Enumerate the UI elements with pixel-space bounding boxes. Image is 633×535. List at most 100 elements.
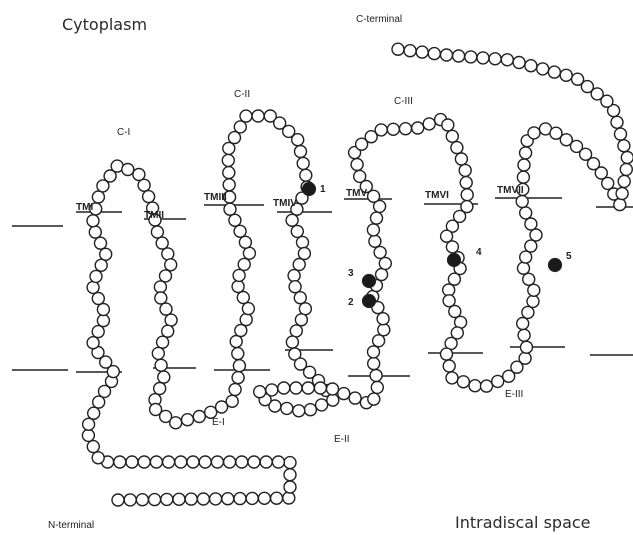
residue-circle	[92, 452, 104, 464]
residue-circle	[92, 191, 104, 203]
residue-circle	[525, 60, 537, 72]
residue-circle	[281, 402, 293, 414]
residue-circle	[182, 414, 194, 426]
residue-circle	[375, 124, 387, 136]
residue-circle	[376, 269, 388, 281]
residue-circle	[527, 295, 539, 307]
residue-circle	[501, 54, 513, 66]
residue-circle	[284, 469, 296, 481]
residue-circle	[371, 381, 383, 393]
residue-circle	[519, 352, 531, 364]
residue-circle	[240, 110, 252, 122]
residue-circle	[457, 376, 469, 388]
residue-circle	[289, 281, 301, 293]
residue-circle	[136, 494, 148, 506]
residue-circle	[477, 52, 489, 64]
residue-circle	[338, 388, 350, 400]
residue-circle	[618, 140, 630, 152]
residue-circle	[138, 456, 150, 468]
residue-circle	[428, 48, 440, 60]
residue-circle	[234, 225, 246, 237]
residue-circle	[160, 270, 172, 282]
residue-circle	[316, 399, 328, 411]
residue-circle	[157, 336, 169, 348]
residue-circle	[82, 429, 94, 441]
residue-circle	[295, 146, 307, 158]
loop-label-c-i: C-I	[117, 127, 130, 138]
residue-circle	[370, 370, 382, 382]
residue-circle	[83, 418, 95, 430]
residue-circle	[199, 456, 211, 468]
residue-circle	[154, 281, 166, 293]
residue-circle	[222, 493, 234, 505]
residue-circle	[620, 163, 632, 175]
residue-circle	[193, 411, 205, 423]
residue-circle	[451, 142, 463, 154]
residue-circle	[229, 384, 241, 396]
residue-circle	[548, 66, 560, 78]
residue-circle	[304, 404, 316, 416]
residue-circle	[97, 315, 109, 327]
residue-circle	[154, 383, 166, 395]
residue-circle	[459, 164, 471, 176]
residue-circle	[614, 199, 626, 211]
helix-label-tmvii: TMVII	[497, 185, 524, 196]
helix-label-tmiv: TMIV	[273, 198, 297, 209]
membrane-boundaries	[12, 198, 633, 376]
residue-circle	[293, 259, 305, 271]
residue-circle	[240, 314, 252, 326]
residue-circle	[151, 226, 163, 238]
residue-circle	[224, 203, 236, 215]
residue-circle	[185, 493, 197, 505]
residue-circle	[367, 224, 379, 236]
residue-circle	[520, 207, 532, 219]
residue-circle	[492, 375, 504, 387]
helix-label-tmii: TMII	[144, 210, 164, 221]
marked-residue-3	[363, 275, 376, 288]
residue-circle	[290, 325, 302, 337]
n-terminal-label: N-terminal	[48, 520, 94, 531]
residue-circle	[165, 259, 177, 271]
residue-circle	[100, 248, 112, 260]
loop-label-c-iii: C-III	[394, 96, 413, 107]
residue-circle	[298, 248, 310, 260]
residue-circle	[446, 241, 458, 253]
c-terminal-label: C-terminal	[356, 14, 402, 25]
residue-circle	[173, 493, 185, 505]
residue-circle	[520, 147, 532, 159]
residue-circle	[155, 359, 167, 371]
residue-circle	[87, 337, 99, 349]
helix-label-tmvi: TMVI	[425, 190, 449, 201]
residue-circle	[379, 257, 391, 269]
residue-circle	[354, 170, 366, 182]
residue-circle	[446, 372, 458, 384]
residue-circle	[283, 492, 295, 504]
residue-circle	[95, 237, 107, 249]
residue-circle	[138, 179, 150, 191]
residue-number-5: 5	[566, 251, 572, 262]
residue-circle	[246, 492, 258, 504]
residue-circle	[223, 167, 235, 179]
residue-circle	[97, 304, 109, 316]
marked-residue-5	[549, 259, 562, 272]
residue-circle	[187, 456, 199, 468]
residue-circle	[114, 456, 126, 468]
marked-residue-1	[303, 183, 316, 196]
residue-circle	[461, 189, 473, 201]
residue-circle	[149, 494, 161, 506]
residue-circle	[528, 284, 540, 296]
residue-circle	[517, 318, 529, 330]
residue-circle	[299, 303, 311, 315]
residue-circle	[300, 169, 312, 181]
residue-circle	[521, 341, 533, 353]
residue-circle	[290, 382, 302, 394]
residue-circle	[297, 236, 309, 248]
residue-circle	[92, 293, 104, 305]
loop-label-e-i: E-I	[212, 417, 225, 428]
residue-circle	[513, 57, 525, 69]
residue-circle	[368, 393, 380, 405]
residue-circle	[416, 46, 428, 58]
residue-circle	[286, 214, 298, 226]
